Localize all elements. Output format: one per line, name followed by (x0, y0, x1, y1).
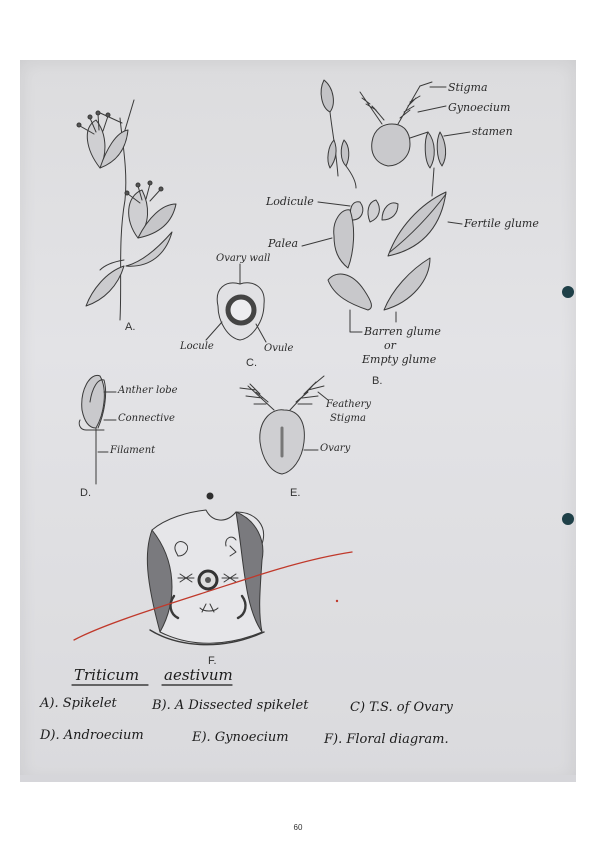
label-ovule: Ovule (264, 343, 294, 354)
figure-f-label: F. (208, 655, 217, 667)
legend-b: B). A Dissected spikelet (152, 698, 309, 713)
caption-genus: Triticum (74, 666, 140, 684)
figure-c-label: C. (246, 357, 257, 369)
label-fertile-glume: Fertile glume (464, 217, 539, 230)
figure-c-ts-ovary (205, 263, 267, 343)
figure-e-gynoecium (239, 375, 329, 475)
label-anther-lobe: Anther lobe (118, 385, 178, 396)
label-gynoecium-b: Gynoecium (448, 101, 511, 114)
label-palea: Palea (268, 237, 299, 250)
figure-b-dissected-spikelet (301, 79, 471, 333)
label-stigma-e: Stigma (330, 413, 366, 424)
label-feathery: Feathery (326, 399, 372, 410)
figure-a-spikelet (76, 99, 177, 321)
label-stamen: stamen (472, 125, 513, 138)
legend-f: F). Floral diagram. (324, 732, 449, 747)
figure-e-label: E. (290, 487, 301, 499)
punch-hole-top (562, 286, 574, 298)
legend-e: E). Gynoecium (192, 730, 289, 745)
sheet-bottom-edge (20, 775, 576, 782)
label-filament: Filament (110, 445, 156, 456)
label-stigma-b: Stigma (448, 81, 488, 94)
label-barren-glume: Barren glume (364, 325, 441, 338)
figure-f-floral-diagram (146, 492, 265, 646)
legend-c: C) T.S. of Ovary (350, 700, 453, 715)
label-lodicule: Lodicule (266, 195, 314, 208)
figure-d-androecium (78, 374, 117, 485)
label-or: or (384, 339, 396, 352)
figure-b-label: B. (372, 375, 383, 387)
figure-d-label: D. (80, 487, 91, 499)
caption-species: aestivum (164, 666, 233, 684)
figure-a-label: A. (125, 321, 136, 333)
label-ovary-wall: Ovary wall (216, 253, 271, 264)
label-locule: Locule (180, 341, 214, 352)
punch-hole-bottom (562, 513, 574, 525)
legend-a: A). Spikelet (40, 696, 117, 711)
label-ovary: Ovary (320, 443, 351, 454)
label-empty-glume: Empty glume (362, 353, 437, 366)
page-number: 60 (293, 823, 303, 832)
legend-d: D). Androecium (40, 728, 144, 743)
label-connective: Connective (118, 413, 175, 424)
red-pen-mark (73, 551, 353, 641)
